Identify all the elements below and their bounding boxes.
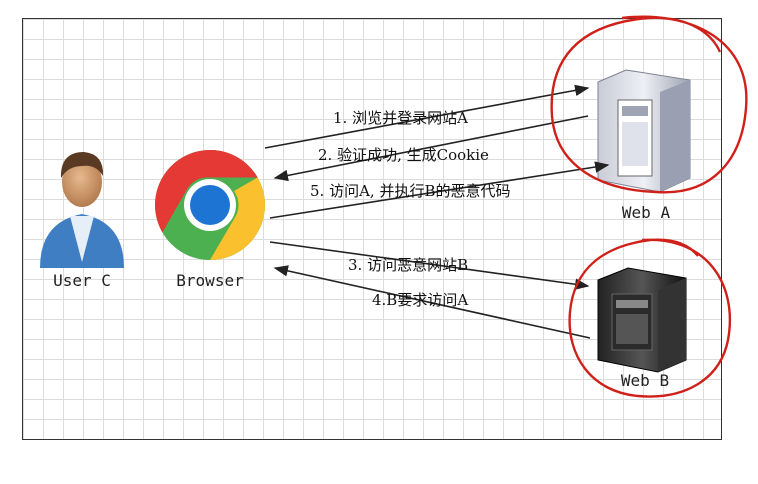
user-label: User C	[53, 271, 111, 290]
arrow-step-1	[264, 84, 590, 149]
web-b-label: Web B	[621, 371, 669, 390]
step-2-label: 2. 验证成功, 生成Cookie	[318, 146, 489, 164]
annotation-circle-web-a	[550, 15, 748, 194]
server-b-icon	[597, 267, 687, 373]
arrow-step-3	[269, 241, 590, 290]
step-4-label: 4.B要求访问A	[372, 291, 468, 309]
annotation-circle-web-b	[568, 238, 732, 398]
user-icon	[40, 152, 124, 268]
step-3-label: 3. 访问恶意网站B	[348, 256, 468, 274]
step-5-label: 5. 访问A, 并执行B的恶意代码	[310, 182, 510, 200]
arrow-step-4	[273, 265, 591, 339]
chrome-icon	[155, 150, 265, 260]
browser-label: Browser	[176, 271, 244, 290]
step-1-label: 1. 浏览并登录网站A	[333, 109, 468, 127]
arrow-step-2	[273, 115, 589, 182]
web-a-label: Web A	[622, 203, 671, 222]
arrow-step-5	[269, 161, 610, 219]
server-a-icon	[597, 69, 691, 193]
